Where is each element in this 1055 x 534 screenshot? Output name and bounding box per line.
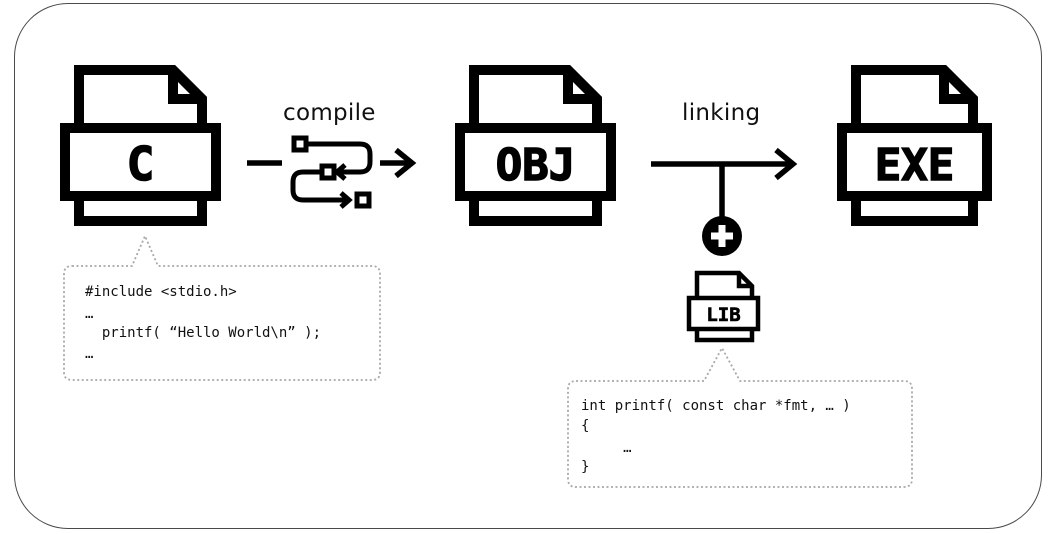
compile-flow-icon [290,135,373,209]
lib-file-label: LIB [706,304,740,326]
linking-arrow [651,147,798,217]
lib-code-line-4: } [581,459,590,475]
lib-code-line-1: int printf( const char *fmt, … ) [581,398,851,414]
linking-label: linking [682,100,761,126]
plus-icon [702,216,742,256]
source-code-bubble [63,233,381,381]
lib-code-line-2: { [581,418,590,434]
lib-code-bubble [567,346,913,488]
exe-file-label: EXE [875,140,954,191]
lib-file-icon [686,270,761,343]
c-file-icon [60,65,221,226]
source-code-line-2: … [85,306,94,322]
diagram-frame [14,3,1042,529]
source-code-line-3: printf( “Hello World\n” ); [85,325,322,341]
source-code-line-1: #include <stdio.h> [85,284,237,300]
compile-arrow [247,147,417,179]
compile-label: compile [283,100,376,126]
obj-file-icon [455,65,616,226]
exe-file-icon [837,65,992,226]
c-file-label: C [127,137,155,191]
obj-file-label: OBJ [496,140,575,191]
lib-code-line-3: … [581,440,632,456]
source-code-line-4: … [85,346,94,362]
